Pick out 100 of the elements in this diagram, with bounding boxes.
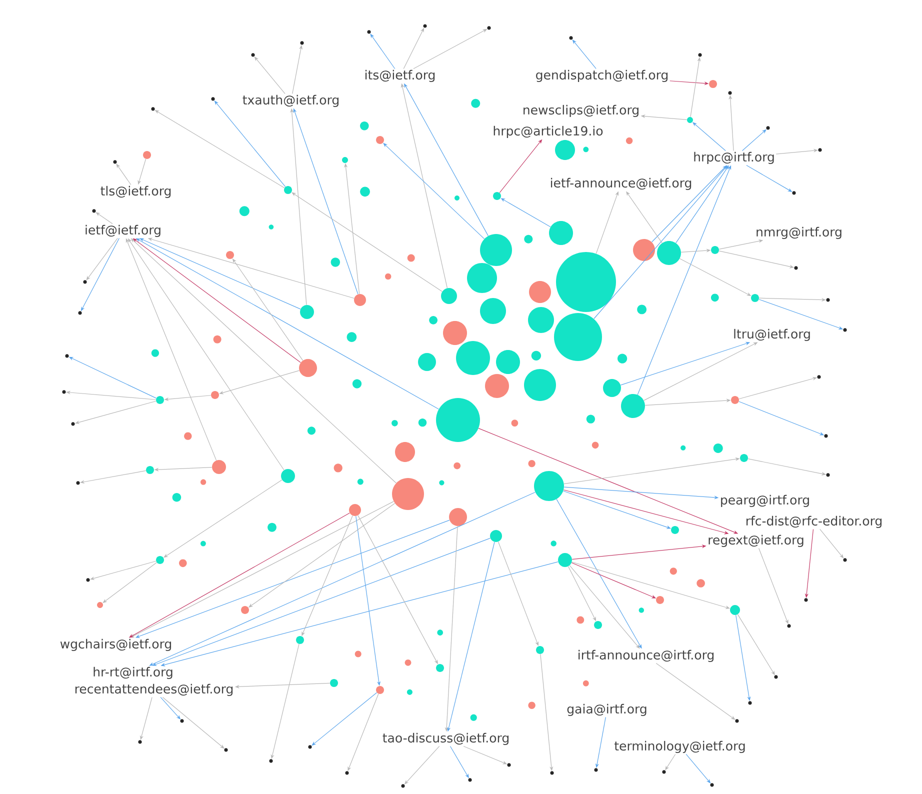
node-circle [418, 352, 436, 371]
node-circle [172, 492, 182, 502]
node-circle [621, 394, 645, 418]
node-circle [146, 466, 154, 474]
node-circle [179, 559, 187, 568]
node-circle [709, 80, 717, 88]
node-circle [307, 426, 316, 435]
node-circle [436, 664, 444, 672]
node-circle [637, 304, 646, 314]
arrow [572, 40, 596, 70]
node-circle [592, 442, 599, 449]
node-circle [711, 246, 719, 254]
node-circle [549, 220, 573, 245]
node-label: newsclips@ietf.org [521, 104, 641, 118]
node-circle [696, 579, 705, 588]
node-circle [352, 379, 362, 388]
node-circle [730, 604, 740, 615]
node-circle [633, 238, 655, 261]
node-circle [554, 312, 602, 361]
node-circle [418, 418, 427, 427]
node-circle [555, 140, 575, 160]
node-circle [496, 350, 520, 374]
node-circle [626, 137, 633, 144]
arrow [116, 164, 132, 186]
node-circle [241, 606, 249, 614]
node-circle [618, 354, 628, 364]
node-label: ietf@ietf.org [84, 224, 162, 238]
node-circle [449, 508, 467, 526]
node-label: regext@ietf.org [706, 534, 806, 548]
node-circle [239, 206, 250, 216]
node-circle [454, 462, 461, 470]
node-label: txauth@ietf.org [241, 94, 341, 108]
node-circle [376, 136, 384, 144]
arrow [164, 480, 282, 558]
arrow [370, 34, 396, 70]
node-label: hrpc@irtf.org [692, 150, 776, 166]
node-circle [671, 526, 679, 534]
node-circle [429, 316, 438, 324]
node-circle [531, 350, 542, 361]
node-circle [751, 294, 759, 302]
arrow [820, 528, 844, 558]
node-circle [376, 686, 384, 694]
node-circle [212, 460, 226, 474]
node-circle [485, 374, 509, 398]
arrow [572, 562, 730, 609]
node-circle [536, 646, 544, 654]
node-circle [594, 620, 602, 629]
node-circle [467, 262, 497, 293]
node-circle [360, 186, 370, 197]
node-circle [528, 460, 536, 468]
arrow [86, 238, 118, 280]
node-label: gaia@irtf.org [566, 702, 648, 718]
node-circle [576, 616, 584, 624]
node-circle [156, 396, 164, 404]
node-circle [156, 556, 164, 564]
node-circle [656, 596, 664, 604]
node-circle [556, 252, 616, 312]
node-circle [534, 470, 564, 501]
node-circle [349, 504, 361, 516]
node-label: gendispatch@ietf.org [534, 68, 670, 84]
node-circle [268, 522, 276, 532]
node-circle [558, 552, 572, 567]
arrow [292, 192, 442, 292]
node-circle [670, 568, 677, 575]
node-label: hrpc@article19.io [492, 124, 604, 140]
node-circle [490, 530, 502, 542]
node-label: tls@ietf.org [99, 184, 173, 200]
node-label: wgchairs@ietf.org [58, 638, 174, 652]
node-circle [151, 349, 159, 357]
node-circle [360, 121, 369, 130]
node-circle [354, 294, 366, 306]
node-circle [330, 258, 340, 267]
node-circle [441, 288, 457, 304]
node-label: nmrg@irtf.org [754, 226, 844, 240]
node-label: ietf-announce@ietf.org [548, 176, 694, 192]
node-circle [740, 454, 748, 462]
node-circle [346, 332, 357, 342]
node-circle [330, 678, 338, 687]
node-label: hr-rt@irtf.org [92, 666, 174, 680]
node-circle [392, 478, 424, 510]
node-circle [480, 298, 506, 324]
node-circle [710, 294, 719, 302]
node-label: terminology@ietf.org [613, 740, 747, 754]
node-circle [493, 192, 501, 200]
node-circle [511, 420, 518, 426]
node-circle [300, 304, 314, 319]
node-circle [524, 234, 533, 244]
node-label: ltru@ietf.org [732, 328, 812, 342]
node-label: pearg@irtf.org [718, 494, 812, 508]
node-circle [657, 240, 681, 265]
node-circle [731, 396, 739, 404]
node-label: rfc-dist@rfc-editor.org [744, 514, 884, 530]
node-circle [456, 340, 490, 375]
node-circle [213, 335, 222, 344]
node-label: tao-discuss@ietf.org [381, 732, 511, 746]
node-circle [480, 234, 512, 266]
node-circle [471, 98, 480, 108]
node-circle [281, 468, 295, 483]
node-circle [395, 442, 415, 462]
node-circle [528, 702, 536, 709]
